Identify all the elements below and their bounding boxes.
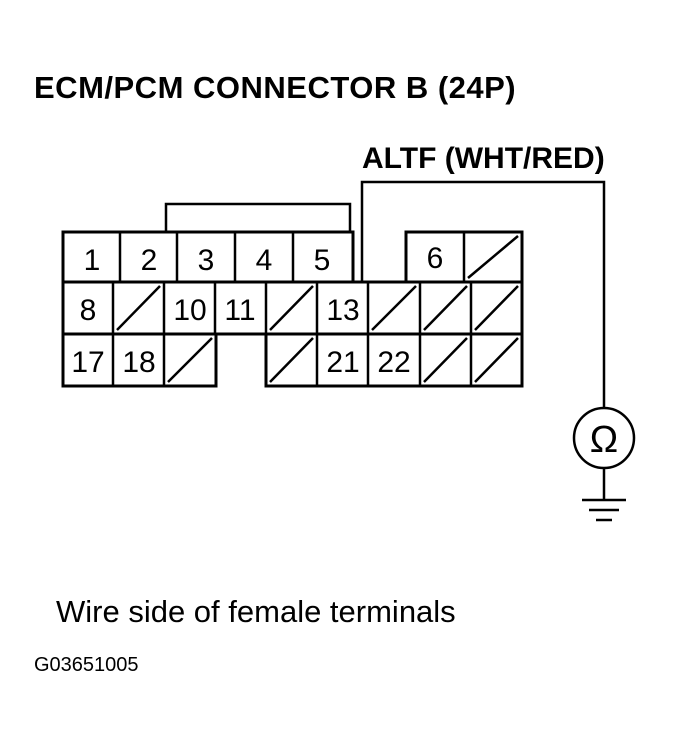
terminal-8: 8 <box>80 294 97 327</box>
slash-row2-16 <box>474 285 519 331</box>
ohm-symbol: Ω <box>590 419 618 461</box>
slash-row3-19 <box>167 337 213 383</box>
altf-wire <box>360 180 606 408</box>
slash-row2-14 <box>371 285 417 331</box>
slash-row2-15 <box>423 285 468 331</box>
slash-row3-20 <box>269 337 314 383</box>
terminal-1: 1 <box>84 244 101 277</box>
slash-row2-12 <box>269 285 314 331</box>
diagram-caption: Wire side of female terminals <box>56 594 456 629</box>
terminal-2: 2 <box>141 244 158 277</box>
row3-left-outline <box>61 332 218 388</box>
terminal-10: 10 <box>173 294 206 327</box>
wire-label-altf: ALTF (WHT/RED) <box>362 142 605 175</box>
slash-row3-24 <box>474 337 519 383</box>
terminal-17: 17 <box>71 346 104 379</box>
figure-code: G03651005 <box>34 654 139 676</box>
terminal-6: 6 <box>427 242 444 275</box>
terminal-4: 4 <box>256 244 273 277</box>
terminal-21: 21 <box>326 346 359 379</box>
terminal-3: 3 <box>198 244 215 277</box>
terminal-5: 5 <box>314 244 331 277</box>
slash-row3-23 <box>423 337 468 383</box>
row3-right-outline <box>264 332 524 388</box>
terminal-22: 22 <box>377 346 410 379</box>
terminal-13: 13 <box>326 294 359 327</box>
terminal-11: 11 <box>224 294 255 327</box>
slash-row1-7 <box>467 235 519 279</box>
unused-cavity-slashes <box>116 235 519 383</box>
connector-lock-tab <box>164 202 352 232</box>
connector-title: ECM/PCM CONNECTOR B (24P) <box>34 70 517 105</box>
ground-icon <box>582 468 626 522</box>
terminal-labels: 1 2 3 4 5 6 8 10 11 13 17 18 21 22 <box>71 242 443 379</box>
terminal-18: 18 <box>122 346 155 379</box>
slash-row2-9 <box>116 285 161 331</box>
cell-dividers <box>111 232 473 386</box>
